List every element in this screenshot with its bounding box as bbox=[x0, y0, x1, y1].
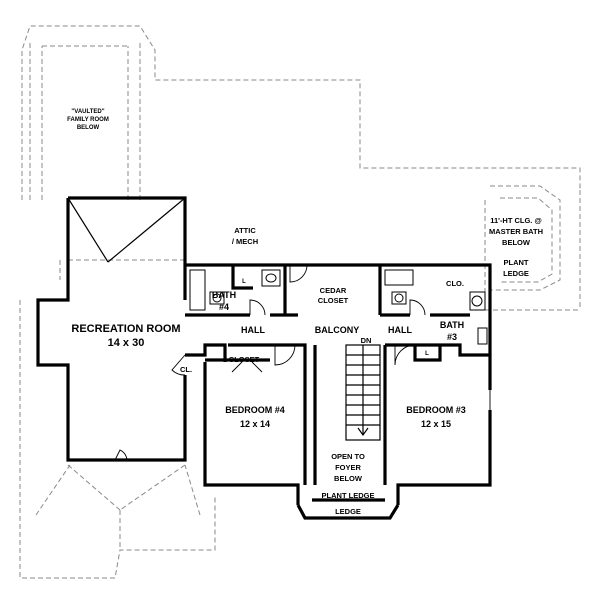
svg-text:RECREATION ROOM: RECREATION ROOM bbox=[71, 323, 180, 335]
bath4-line1: BATH bbox=[212, 290, 236, 300]
master-bath-note-line2: MASTER BATH bbox=[489, 227, 543, 236]
svg-text:11'-HT CLG. @: 11'-HT CLG. @ bbox=[490, 216, 542, 225]
bedroom4-name: BEDROOM #4 bbox=[225, 405, 285, 415]
plant-ledge-right-line2: LEDGE bbox=[503, 269, 529, 278]
bath4-line2: #4 bbox=[219, 302, 229, 312]
linen-right: L bbox=[425, 351, 429, 357]
svg-text:L: L bbox=[425, 351, 429, 357]
vaulted-note-line1: "VAULTED" bbox=[71, 109, 104, 115]
svg-text:ATTIC: ATTIC bbox=[234, 226, 256, 235]
stair-dn-label: DN bbox=[361, 336, 372, 345]
svg-text:#3: #3 bbox=[447, 332, 457, 342]
svg-text:PLANT: PLANT bbox=[504, 258, 529, 267]
svg-text:CLOSET: CLOSET bbox=[318, 296, 349, 305]
svg-text:BEDROOM #3: BEDROOM #3 bbox=[406, 405, 466, 415]
open-to-foyer-line3: BELOW bbox=[334, 474, 363, 483]
svg-text:DN: DN bbox=[361, 336, 372, 345]
interior-walls bbox=[183, 265, 490, 502]
svg-text:CEDAR: CEDAR bbox=[320, 286, 347, 295]
svg-text:BELOW: BELOW bbox=[334, 474, 363, 483]
bath3-line1: BATH bbox=[440, 320, 464, 330]
bedroom4-size: 12 x 14 bbox=[240, 419, 270, 429]
recreation-room-name: RECREATION ROOM bbox=[71, 323, 180, 335]
master-bath-note-line3: BELOW bbox=[502, 238, 531, 247]
balcony-label: BALCONY bbox=[315, 325, 360, 335]
svg-text:BELOW: BELOW bbox=[502, 238, 531, 247]
svg-text:12 x 15: 12 x 15 bbox=[421, 419, 451, 429]
hall-right-label: HALL bbox=[388, 325, 412, 335]
svg-text:BEDROOM #4: BEDROOM #4 bbox=[225, 405, 285, 415]
svg-text:CLOSET: CLOSET bbox=[229, 355, 260, 364]
svg-text:FAMILY ROOM: FAMILY ROOM bbox=[67, 117, 109, 123]
exterior-walls bbox=[36, 196, 492, 520]
closet-cl-label: CL. bbox=[180, 365, 192, 374]
svg-text:CLO.: CLO. bbox=[446, 279, 464, 288]
recreation-roof-lines bbox=[67, 197, 186, 263]
svg-text:BATH: BATH bbox=[440, 320, 464, 330]
sink-bath3 bbox=[477, 327, 488, 345]
tub-bath4 bbox=[189, 269, 206, 311]
svg-text:"VAULTED": "VAULTED" bbox=[71, 109, 104, 115]
svg-text:CL.: CL. bbox=[180, 365, 192, 374]
ledge-label: LEDGE bbox=[335, 507, 361, 516]
roof-outline bbox=[19, 25, 581, 579]
attic-line2: / MECH bbox=[232, 237, 258, 246]
svg-text:HALL: HALL bbox=[388, 325, 412, 335]
cedar-closet-line2: CLOSET bbox=[318, 296, 349, 305]
room-labels: "VAULTED" FAMILY ROOM BELOW ATTIC / MECH… bbox=[67, 109, 543, 516]
tub-bath3 bbox=[384, 269, 414, 286]
open-to-foyer-line2: FOYER bbox=[335, 463, 361, 472]
svg-text:L: L bbox=[242, 279, 246, 285]
hall-left-label: HALL bbox=[241, 325, 265, 335]
svg-text:LEDGE: LEDGE bbox=[503, 269, 529, 278]
svg-text:BALCONY: BALCONY bbox=[315, 325, 360, 335]
svg-text:OPEN TO: OPEN TO bbox=[331, 452, 365, 461]
open-to-foyer-line1: OPEN TO bbox=[331, 452, 365, 461]
closet-label: CLOSET bbox=[229, 355, 260, 364]
recreation-room-size: 14 x 30 bbox=[108, 337, 145, 349]
plant-ledge-right-line1: PLANT bbox=[504, 258, 529, 267]
svg-text:/ MECH: / MECH bbox=[232, 237, 258, 246]
stairs bbox=[345, 344, 381, 441]
svg-text:MASTER BATH: MASTER BATH bbox=[489, 227, 543, 236]
vaulted-note-line2: FAMILY ROOM bbox=[67, 117, 109, 123]
svg-text:FOYER: FOYER bbox=[335, 463, 361, 472]
plant-ledge-bottom-label: PLANT LEDGE bbox=[322, 491, 375, 500]
cedar-closet-line1: CEDAR bbox=[320, 286, 347, 295]
svg-text:BATH: BATH bbox=[212, 290, 236, 300]
linen-left: L bbox=[242, 279, 246, 285]
bedroom3-size: 12 x 15 bbox=[421, 419, 451, 429]
svg-text:BELOW: BELOW bbox=[77, 125, 100, 131]
doors bbox=[114, 264, 491, 461]
bedroom3-name: BEDROOM #3 bbox=[406, 405, 466, 415]
vaulted-note-line3: BELOW bbox=[77, 125, 100, 131]
master-bath-note-line1: 11'-HT CLG. @ bbox=[490, 216, 542, 225]
svg-text:LEDGE: LEDGE bbox=[335, 507, 361, 516]
bath3-line2: #3 bbox=[447, 332, 457, 342]
fixtures bbox=[189, 269, 488, 345]
svg-text:PLANT LEDGE: PLANT LEDGE bbox=[322, 491, 375, 500]
svg-text:HALL: HALL bbox=[241, 325, 265, 335]
attic-line1: ATTIC bbox=[234, 226, 256, 235]
clo-label: CLO. bbox=[446, 279, 464, 288]
svg-text:14 x 30: 14 x 30 bbox=[108, 337, 145, 349]
svg-text:12 x 14: 12 x 14 bbox=[240, 419, 270, 429]
svg-text:#4: #4 bbox=[219, 302, 229, 312]
